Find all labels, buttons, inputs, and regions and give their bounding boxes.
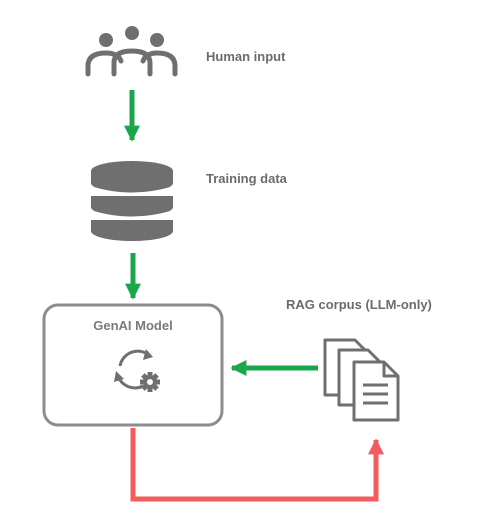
database-icon — [91, 161, 173, 241]
label-human-input: Human input — [206, 49, 286, 64]
label-rag-corpus: RAG corpus (LLM-only) — [286, 297, 432, 312]
refresh-gear-icon — [114, 349, 160, 392]
document-stack-icon — [323, 338, 400, 422]
genai-model-box — [42, 303, 224, 427]
label-training-data: Training data — [206, 171, 287, 186]
label-genai-model: GenAI Model — [93, 318, 173, 333]
people-group-icon — [85, 26, 178, 77]
arrow-model-to-rag — [130, 428, 385, 502]
